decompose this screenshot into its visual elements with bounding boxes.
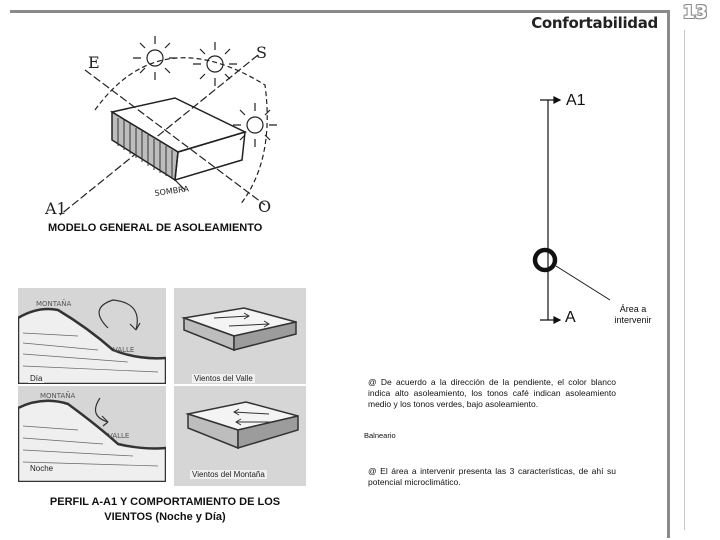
intervention-area-marker <box>535 250 555 270</box>
balneario-label: Balneario <box>364 431 396 440</box>
section-label-a: A <box>565 309 576 327</box>
note-microclimate: @ El área a intervenir presenta las 3 ca… <box>368 466 616 488</box>
section-label-a1: A1 <box>566 92 586 110</box>
note-sun-exposure: @ De acuerdo a la dirección de la pendie… <box>368 377 616 410</box>
area-label: Área a intervenir <box>608 304 658 326</box>
area-leader-line <box>556 266 610 300</box>
